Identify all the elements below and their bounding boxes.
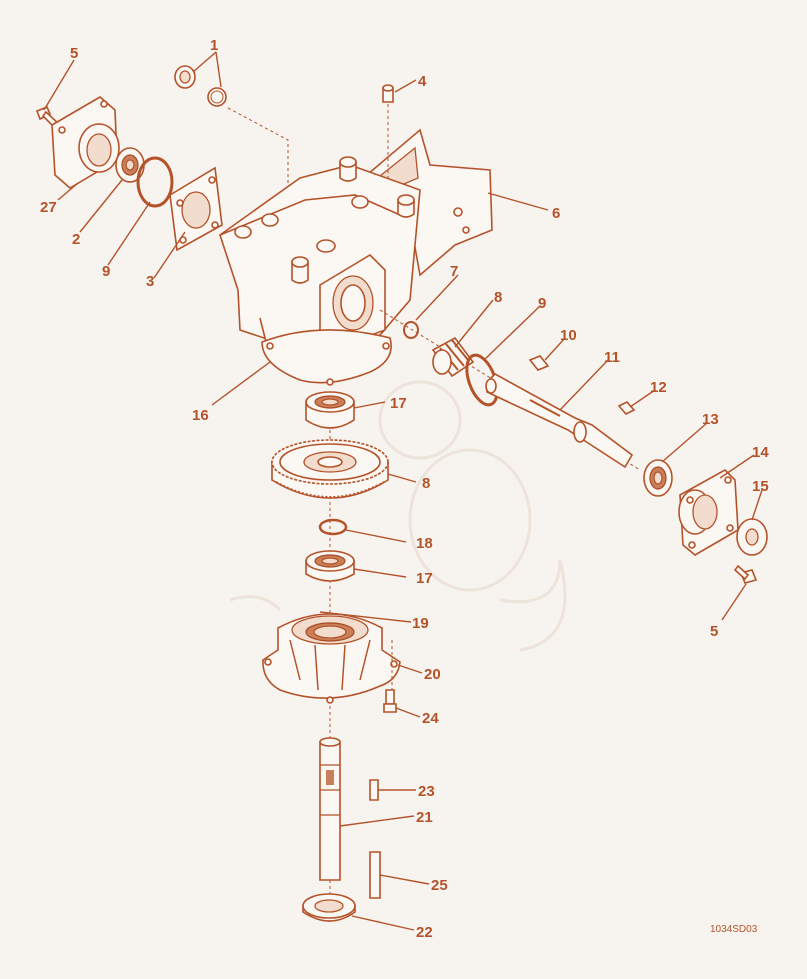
callout-1: 1 (210, 37, 218, 54)
part-11-shaft (485, 373, 634, 469)
part-7-ring (403, 321, 419, 339)
callout-14: 14 (752, 444, 769, 461)
part-23-key (369, 779, 379, 801)
part-18-snap-ring (318, 518, 348, 536)
part-17-bearing-top (305, 391, 355, 429)
part-2-bearing (115, 147, 145, 183)
part-9-oring-left (136, 156, 174, 208)
part-15-seal (736, 518, 768, 556)
part-20-bearing-housing (262, 613, 401, 704)
callout-12: 12 (650, 379, 667, 396)
part-5-bolt-bottom (733, 564, 758, 584)
callout-15: 15 (752, 478, 769, 495)
part-25-key (369, 851, 381, 899)
part-16-gasket (261, 329, 392, 386)
part-12-key (617, 401, 636, 415)
part-3-gasket (169, 166, 223, 252)
callout-11: 11 (604, 349, 620, 366)
part-24-bolt (383, 689, 397, 713)
part-10-key (528, 355, 550, 371)
callout-22: 22 (416, 924, 433, 941)
callout-25: 25 (431, 877, 448, 894)
callout-8-top: 8 (494, 289, 502, 306)
callout-13: 13 (702, 411, 719, 428)
drawing-code: 1034SD03 (710, 924, 758, 935)
callout-23: 23 (418, 783, 435, 800)
part-8-gear (271, 439, 389, 499)
part-17-bearing-bottom (305, 550, 355, 582)
part-1-plug (174, 65, 227, 107)
callout-10: 10 (560, 327, 577, 344)
part-21-output-shaft (319, 737, 341, 881)
callout-19: 19 (412, 615, 429, 632)
part-14-flange (678, 469, 739, 556)
callout-8-gear: 8 (422, 475, 430, 492)
callout-5-bottom: 5 (710, 623, 718, 640)
callout-21: 21 (416, 809, 433, 826)
callout-5-top: 5 (70, 45, 78, 62)
callout-9-left: 9 (102, 263, 110, 280)
callout-4: 4 (418, 73, 427, 90)
part-8-worm (431, 336, 475, 378)
part-22-seal (302, 893, 356, 922)
callout-16: 16 (192, 407, 209, 424)
assembly-line-1 (227, 107, 289, 190)
callout-2: 2 (72, 231, 80, 248)
part-4-breather (382, 84, 394, 103)
callout-24: 24 (422, 710, 439, 727)
callout-20: 20 (424, 666, 441, 683)
callout-3: 3 (146, 273, 154, 290)
callout-27: 27 (40, 199, 57, 216)
leader-lines (43, 51, 763, 931)
callout-labels: 1 4 5 27 2 9 3 6 7 8 9 10 11 12 13 14 15… (40, 37, 769, 941)
callout-7: 7 (450, 263, 458, 280)
callout-17-top: 17 (390, 395, 407, 412)
part-13-bearing (643, 459, 673, 497)
callout-6: 6 (552, 205, 560, 222)
part-27-bearing-flange (51, 96, 120, 189)
callout-9-right: 9 (538, 295, 546, 312)
callout-17-bottom: 17 (416, 570, 433, 587)
callout-18: 18 (416, 535, 433, 552)
watermark-mascot (229, 380, 567, 652)
